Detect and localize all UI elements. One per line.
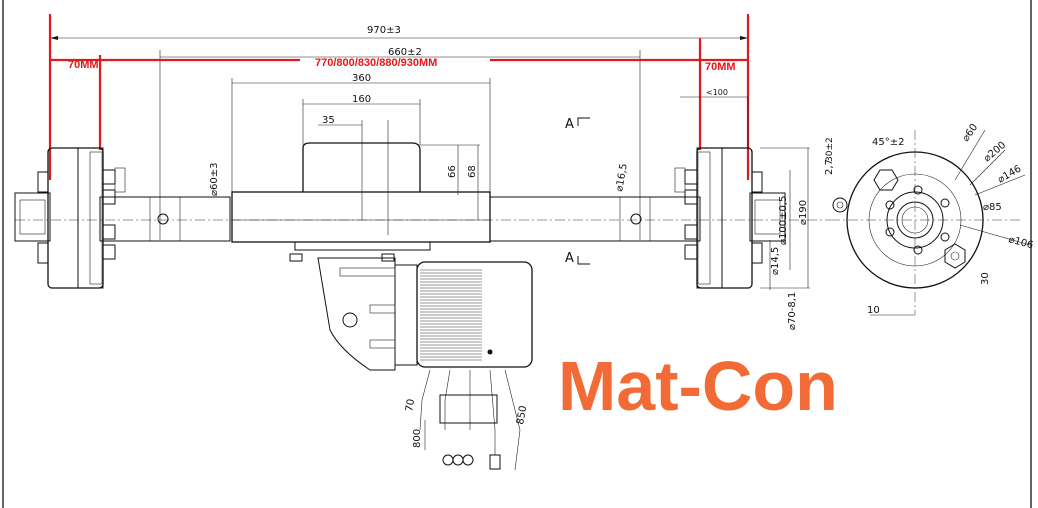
dim-motor-lead-c: 850 xyxy=(515,405,529,426)
drive-motor xyxy=(317,257,533,371)
red-offset-markers: 70MM 770/800/830/880/930MM 70MM xyxy=(48,14,750,180)
dim-diff-height-b: 68 xyxy=(467,165,478,178)
red-label-left: 70MM xyxy=(68,59,99,71)
dim-hub-spacing: 660±2 xyxy=(388,47,422,58)
red-label-width-options: 770/800/830/880/930MM xyxy=(315,57,437,69)
dim-flange-width: 35 xyxy=(322,115,335,126)
dim-side-chamfer: 2,7 xyxy=(824,159,835,175)
dim-motor-lead-b: 800 xyxy=(412,429,423,448)
dim-side-10: 10 xyxy=(867,305,880,316)
dim-bearing-dia: ⌀100±0,5 xyxy=(778,196,789,245)
section-marks: A A xyxy=(565,117,590,266)
watermark-brand: Mat-Con xyxy=(558,347,838,425)
dim-side-d200: ⌀200 xyxy=(982,140,1008,165)
left-wheel-hub xyxy=(14,147,126,289)
dim-side-thread: 30±2 xyxy=(825,137,835,162)
dim-shaft-dia: ⌀70-8,1 xyxy=(787,292,798,330)
hub-spacing-dimension: 660±2 xyxy=(159,47,641,240)
dim-side-d60: ⌀60 xyxy=(960,122,980,144)
dim-hole-dia: ⌀16,5 xyxy=(614,163,630,193)
dim-diff-height-a: 66 xyxy=(447,165,458,178)
differential-housing xyxy=(231,142,491,262)
section-mark-top: A xyxy=(565,117,574,132)
dim-side-d85: ⌀85 xyxy=(983,202,1002,213)
dim-overall: 970±3 xyxy=(367,25,401,36)
dim-side-d146: ⌀146 xyxy=(996,164,1023,186)
section-mark-bottom: A xyxy=(565,251,574,266)
dim-side-d106: ⌀106 xyxy=(1007,234,1034,251)
diff-height-dimensions: 66 68 xyxy=(420,144,480,220)
housing-dimensions: 360 160 35 xyxy=(231,73,491,235)
overall-dimension: 970±3 xyxy=(50,25,748,40)
dim-tube-dia: ⌀60±3 xyxy=(209,163,220,197)
dim-motor-lead-a: 70 xyxy=(404,398,417,412)
right-wheel-hub: <100 xyxy=(674,88,786,289)
dim-hub-offset: <100 xyxy=(706,88,728,97)
red-label-right: 70MM xyxy=(705,61,736,73)
hub-side-view: 10 30 45°±2 2,7 30±2 ⌀60 ⌀200 ⌀146 ⌀85 ⌀… xyxy=(824,122,1034,316)
dim-housing-width: 360 xyxy=(352,73,371,84)
dim-diff-width: 160 xyxy=(352,94,371,105)
dim-side-30: 30 xyxy=(980,272,991,285)
hub-dimensions: ⌀100±0,5 ⌀190 ⌀14,5 ⌀70-8,1 xyxy=(760,147,810,330)
axle-tube: ⌀60±3 ⌀16,5 xyxy=(99,163,701,242)
dim-drum-dia: ⌀190 xyxy=(798,200,809,225)
dim-side-angle: 45°±2 xyxy=(872,137,904,148)
motor-cooling-fins xyxy=(420,269,482,361)
motor-cables: 70 800 850 xyxy=(404,369,529,471)
dim-stud-dia: ⌀14,5 xyxy=(770,247,781,275)
